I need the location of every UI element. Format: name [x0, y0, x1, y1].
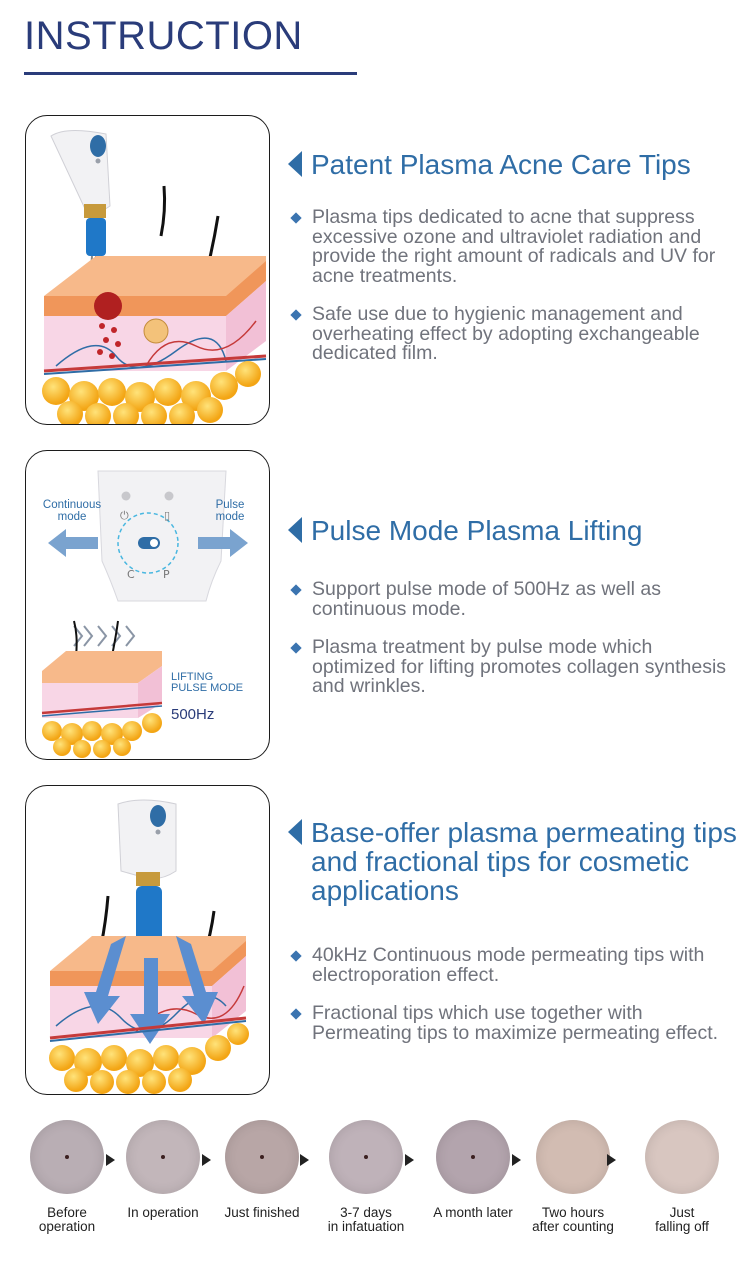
- bullet-list: Plasma tips dedicated to acne that suppr…: [290, 207, 740, 383]
- stage-label: Just falling off: [655, 1205, 709, 1234]
- section-title-permeating-tips: Base-offer plasma permeating tips and fr…: [288, 818, 738, 905]
- bullet-list: 40kHz Continuous mode permeating tips wi…: [290, 945, 740, 1062]
- stage-two-hours: Two hours after counting: [518, 1120, 628, 1234]
- stage-label: A month later: [433, 1205, 513, 1220]
- frequency-label: 500Hz: [171, 706, 215, 723]
- arrow-right-icon: [300, 1154, 309, 1166]
- stage-a-month-later: A month later: [418, 1120, 528, 1220]
- diamond-bullet-icon: [290, 309, 302, 321]
- stage-before-operation: Before operation: [12, 1120, 122, 1234]
- triangle-marker-icon: [288, 151, 302, 177]
- stage-in-operation: In operation: [108, 1120, 218, 1220]
- arrow-right-icon: [202, 1154, 211, 1166]
- stage-just-finished: Just finished: [207, 1120, 317, 1220]
- pulse-mode-illustration: ⏻ ▯ C P: [25, 450, 270, 760]
- section-title-acne-care: Patent Plasma Acne Care Tips: [288, 150, 738, 179]
- stage-3-7-days: 3-7 days in infatuation: [311, 1120, 421, 1234]
- svg-text:P: P: [163, 568, 170, 581]
- stage-label: In operation: [127, 1205, 199, 1220]
- stage-label: 3-7 days in infatuation: [327, 1205, 405, 1234]
- skin-photo: [436, 1120, 510, 1194]
- diamond-bullet-icon: [290, 584, 302, 596]
- list-item: Safe use due to hygienic management and …: [290, 304, 740, 364]
- lifting-label: LIFTING: [171, 671, 214, 683]
- skin-photo: [329, 1120, 403, 1194]
- skin-photo: [225, 1120, 299, 1194]
- arrow-right-icon: [405, 1154, 414, 1166]
- svg-text:▯: ▯: [164, 509, 170, 522]
- continuous-mode-label: Continuous mode: [42, 499, 102, 523]
- section-title-pulse-mode: Pulse Mode Plasma Lifting: [288, 516, 738, 545]
- triangle-marker-icon: [288, 517, 302, 543]
- stage-label: Before operation: [38, 1205, 96, 1234]
- skin-photo: [645, 1120, 719, 1194]
- diamond-bullet-icon: [290, 1008, 302, 1020]
- list-item: Fractional tips which use together with …: [290, 1003, 740, 1043]
- skin-photo: [536, 1120, 610, 1194]
- arrow-right-icon: [512, 1154, 521, 1166]
- section-title-text: Pulse Mode Plasma Lifting: [311, 515, 643, 546]
- skin-photo: [30, 1120, 104, 1194]
- treatment-stages: Before operation In operation Just finis…: [0, 1120, 750, 1250]
- acne-care-illustration: [25, 115, 270, 425]
- section-title-text: Patent Plasma Acne Care Tips: [311, 149, 691, 180]
- stage-just-falling-off: Just falling off: [627, 1120, 737, 1234]
- bullet-list: Support pulse mode of 500Hz as well as c…: [290, 579, 740, 716]
- pulse-mode-label: Pulse mode: [215, 499, 245, 523]
- stage-label: Two hours after counting: [532, 1205, 614, 1234]
- list-item: 40kHz Continuous mode permeating tips wi…: [290, 945, 740, 985]
- permeating-tips-illustration: [25, 785, 270, 1095]
- skin-photo: [126, 1120, 200, 1194]
- diamond-bullet-icon: [290, 212, 302, 224]
- diamond-bullet-icon: [290, 950, 302, 962]
- list-item: Plasma treatment by pulse mode which opt…: [290, 637, 740, 697]
- page-title: INSTRUCTION: [24, 14, 303, 58]
- svg-text:⏻: ⏻: [120, 509, 129, 522]
- stage-label: Just finished: [224, 1205, 300, 1220]
- pulse-mode-caption: PULSE MODE: [171, 682, 244, 694]
- list-item: Support pulse mode of 500Hz as well as c…: [290, 579, 740, 619]
- diamond-bullet-icon: [290, 642, 302, 654]
- title-divider: [24, 72, 357, 75]
- arrow-right-icon: [106, 1154, 115, 1166]
- list-item: Plasma tips dedicated to acne that suppr…: [290, 207, 740, 286]
- arrow-right-icon: [607, 1154, 616, 1166]
- triangle-marker-icon: [288, 819, 302, 845]
- svg-text:C: C: [127, 568, 135, 581]
- section-title-text: Base-offer plasma permeating tips and fr…: [311, 817, 737, 906]
